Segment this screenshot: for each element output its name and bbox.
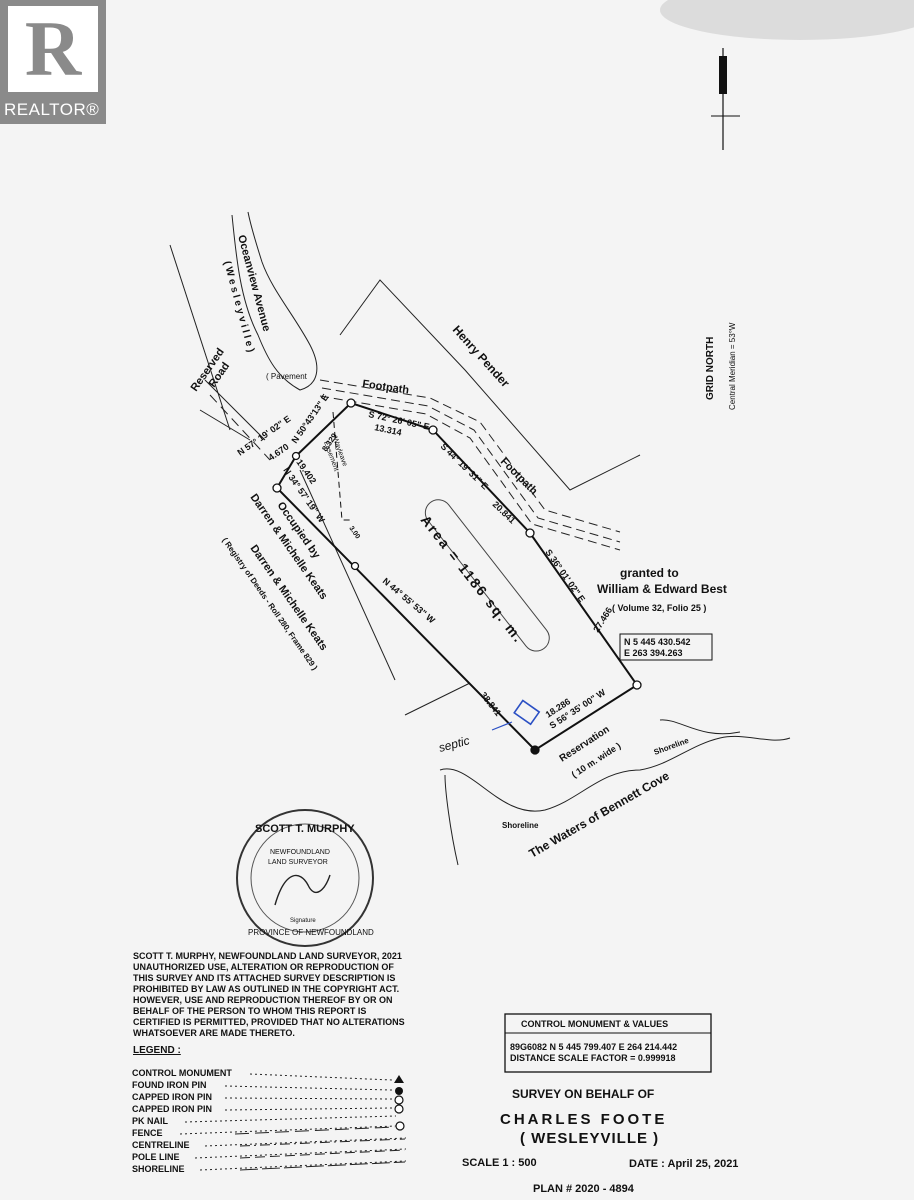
copyright-line: PROHIBITED BY LAW AS OUTLINED IN THE COP…	[133, 984, 399, 994]
control-box-line2: DISTANCE SCALE FACTOR = 0.999918	[510, 1053, 675, 1063]
survey-on-behalf: SURVEY ON BEHALF OF	[512, 1087, 654, 1101]
signature-scribble-icon	[274, 874, 331, 906]
capped-iron-pin-icon	[394, 1104, 404, 1114]
bearing-2: N 50°43'13" E	[289, 392, 330, 445]
central-meridian: Central Meridian = 53°W	[728, 322, 737, 410]
grid-north-title: GRID NORTH	[705, 337, 716, 400]
legend-item: CONTROL MONUMENT	[132, 1068, 232, 1078]
seal-name: SCOTT T. MURPHY	[255, 823, 355, 835]
shoreline-label-2: Shoreline	[502, 821, 539, 830]
distance-5: 27.466	[591, 605, 614, 634]
legend-item: FOUND IRON PIN	[132, 1080, 207, 1090]
realtor-brand: REALTOR®	[4, 100, 104, 120]
seal-bottom: PROVINCE OF NEWFOUNDLAND	[248, 928, 374, 937]
scan-smudge	[660, 0, 914, 40]
coordinate-box	[619, 633, 713, 661]
legend-item: CAPPED IRON PIN	[132, 1104, 212, 1114]
legend-leaders	[179, 1073, 407, 1171]
wayleave-easement	[332, 411, 352, 521]
plan-number: PLAN # 2020 - 4894	[533, 1183, 635, 1195]
shoreline-lines	[439, 719, 791, 866]
distance-4: 20.841	[491, 499, 518, 525]
grid-north-arrow	[711, 48, 740, 150]
legend-item: FENCE	[132, 1128, 163, 1138]
legend: CONTROL MONUMENT FOUND IRON PIN CAPPED I…	[132, 1068, 232, 1174]
septic-marker	[513, 699, 541, 726]
area-label: Area = 1186 sq. m.	[418, 512, 528, 646]
pavement-label: ( Pavement	[266, 372, 308, 381]
realtor-brand-text: REALTOR	[4, 100, 87, 119]
control-box-line1: 89G6082 N 5 445 799.407 E 264 214.442	[510, 1042, 677, 1052]
copyright-line: HOWEVER, USE AND REPRODUCTION THEREOF BY…	[133, 995, 393, 1005]
copyright-line: CERTIFIED IS PERMITTED, PROVIDED THAT NO…	[133, 1017, 405, 1027]
control-box-title: CONTROL MONUMENT & VALUES	[521, 1019, 668, 1029]
adjoining-boundaries	[299, 279, 641, 716]
date-label: DATE : April 25, 2021	[629, 1158, 738, 1170]
footpath-label-2: Footpath	[498, 456, 540, 498]
surveyor-seal	[236, 809, 374, 947]
coord-n: N 5 445 430.542	[624, 637, 691, 647]
coord-e: E 263 394.263	[624, 648, 683, 658]
boundary-pins	[272, 398, 642, 755]
parcel-boundary	[275, 401, 639, 752]
distance-9: 3.00	[347, 525, 361, 540]
henry-pender-label: Henry Pender	[450, 323, 513, 391]
realtor-logo-icon: R	[8, 6, 98, 92]
realtor-reg-mark: ®	[86, 100, 100, 119]
legend-item: POLE LINE	[132, 1152, 180, 1162]
area-label-group: Area = 1186 sq. m.	[418, 499, 550, 652]
realtor-watermark: R REALTOR®	[0, 0, 106, 124]
legend-symbols	[394, 1075, 405, 1131]
waters-label: The Waters of Bennett Cove	[527, 769, 672, 861]
granted-to-label: granted to	[620, 566, 679, 580]
found-iron-pin-icon	[395, 1087, 403, 1095]
oceanview-avenue-road	[169, 211, 318, 461]
footpath-lines	[319, 379, 621, 551]
footpath-label-1: Footpath	[362, 378, 411, 396]
capped-iron-pin-icon	[394, 1095, 404, 1105]
copyright-line: THIS SURVEY AND ITS ATTACHED SURVEY DESC…	[133, 973, 395, 983]
registry-label: ( Registry of Deeds - Roll 280, Frame 82…	[220, 536, 319, 672]
client-name: CHARLES FOOTE	[500, 1111, 667, 1128]
pk-nail-icon	[395, 1121, 405, 1131]
control-monument-icon	[394, 1075, 404, 1083]
legend-item: PK NAIL	[132, 1116, 169, 1126]
copyright-line: SCOTT T. MURPHY, NEWFOUNDLAND LAND SURVE…	[133, 951, 402, 961]
shoreline-label-1: Shoreline	[653, 736, 691, 757]
volume-label: ( Volume 32, Folio 25 )	[612, 603, 706, 613]
control-monument-box	[504, 1013, 712, 1073]
copyright-notice: SCOTT T. MURPHY, NEWFOUNDLAND LAND SURVE…	[133, 951, 405, 1038]
copyright-line: UNAUTHORIZED USE, ALTERATION OR REPRODUC…	[133, 962, 394, 972]
legend-item: CAPPED IRON PIN	[132, 1092, 212, 1102]
bearing-5: S 36° 01' 02" E	[543, 547, 587, 604]
seal-signature: Signature	[290, 918, 316, 924]
scale-label: SCALE 1 : 500	[462, 1157, 537, 1169]
seal-line2: LAND SURVEYOR	[268, 859, 328, 866]
distance-7: 38.841	[478, 690, 503, 718]
legend-title: LEGEND :	[133, 1045, 181, 1056]
legend-item: CENTRELINE	[132, 1140, 190, 1150]
copyright-line: BEHALF OF THE PERSON TO WHOM THIS REPORT…	[133, 1006, 366, 1016]
septic-arrow	[491, 721, 513, 731]
distance-1: 4.670	[266, 442, 290, 463]
best-label: William & Edward Best	[597, 582, 727, 596]
seal-line1: NEWFOUNDLAND	[270, 849, 330, 856]
client-place: ( WESLEYVILLE )	[520, 1130, 659, 1147]
bearing-4: S 44° 19' 31" E	[439, 441, 491, 491]
legend-item: SHORELINE	[132, 1164, 185, 1174]
copyright-line: WHATSOEVER ARE MADE THERETO.	[133, 1028, 295, 1038]
septic-label: septic	[437, 733, 471, 755]
